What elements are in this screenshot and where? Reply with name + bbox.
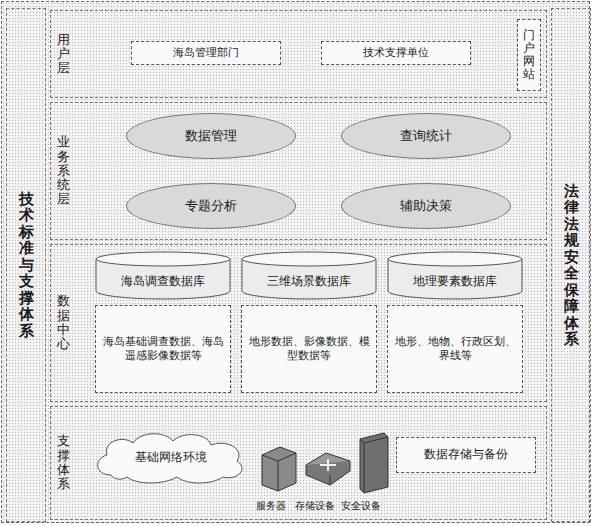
device-icons xyxy=(256,425,396,495)
cyl-node: 海岛调查数据库 xyxy=(95,251,231,299)
ellipse-node: 查询统计 xyxy=(341,113,511,159)
band-node: 支撑体系 基础网络环境 数据存储与备份服务器存储设备安全设备 xyxy=(50,406,547,520)
node-label: 查询统计 xyxy=(400,127,452,145)
box-node: 技术支撑单位 xyxy=(321,41,471,65)
node-label: 专题分析 xyxy=(185,197,237,215)
device-label: 安全设备 xyxy=(341,499,381,513)
node-label: 地形数据、影像数据、模型数据等 xyxy=(247,335,371,364)
box-node: 海岛管理部门 xyxy=(131,41,281,65)
cyl-node: 地理要素数据库 xyxy=(387,251,523,299)
node-label: 基础网络环境 xyxy=(135,449,207,466)
cyl-node: 三维场景数据库 xyxy=(241,251,377,299)
device-label: 存储设备 xyxy=(295,499,335,513)
device-label: 服务器 xyxy=(256,499,286,513)
column-node: 技术标准与支撑体系 xyxy=(6,8,46,522)
box-node: 数据存储与备份 xyxy=(396,437,536,473)
node-label: 地理要素数据库 xyxy=(413,273,497,290)
ellipse-node: 数据管理 xyxy=(126,113,296,159)
band-node: 数据中心 海岛调查数据库 三维场景数据库 地理要素数据库海岛基础调查数据、海岛遥感影像… xyxy=(50,244,547,402)
vertical-label: 用户层 xyxy=(57,33,70,76)
node-label: 技术支撑单位 xyxy=(363,46,429,60)
cloud-node: 基础网络环境 xyxy=(91,429,251,485)
node-label: 海岛调查数据库 xyxy=(121,273,205,290)
band-node: 用户层 海岛管理部门 技术支撑单位 门户网站 xyxy=(50,10,547,98)
node-label: 海岛管理部门 xyxy=(173,46,239,60)
ellipse-node: 专题分析 xyxy=(126,183,296,229)
vertical-label: 法律法规安全保障体系 xyxy=(564,183,579,348)
vertical-label: 技术标准与支撑体系 xyxy=(19,191,34,340)
box-node: 地形、地物、行政区划、界线等 xyxy=(387,305,523,393)
node-label: 地形、地物、行政区划、界线等 xyxy=(393,335,517,364)
node-label: 数据管理 xyxy=(185,127,237,145)
ellipse-node: 辅助决策 xyxy=(341,183,511,229)
vbox-node: 门户网站 xyxy=(517,19,541,91)
band-node: 业务系统层 数据管理 查询统计专题分析 辅助决策 xyxy=(50,102,547,240)
vertical-label: 门户网站 xyxy=(523,29,535,82)
node-label: 辅助决策 xyxy=(400,197,452,215)
box-node: 地形数据、影像数据、模型数据等 xyxy=(241,305,377,393)
vertical-label: 数据中心 xyxy=(57,294,70,351)
box-node: 海岛基础调查数据、海岛遥感影像数据等 xyxy=(95,305,231,393)
vertical-label: 支撑体系 xyxy=(57,434,70,491)
node-label: 海岛基础调查数据、海岛遥感影像数据等 xyxy=(101,335,225,364)
column-node: 法律法规安全保障体系 xyxy=(551,8,591,522)
node-label: 三维场景数据库 xyxy=(267,273,351,290)
vertical-label: 业务系统层 xyxy=(57,135,70,206)
node-label: 数据存储与备份 xyxy=(424,447,508,463)
